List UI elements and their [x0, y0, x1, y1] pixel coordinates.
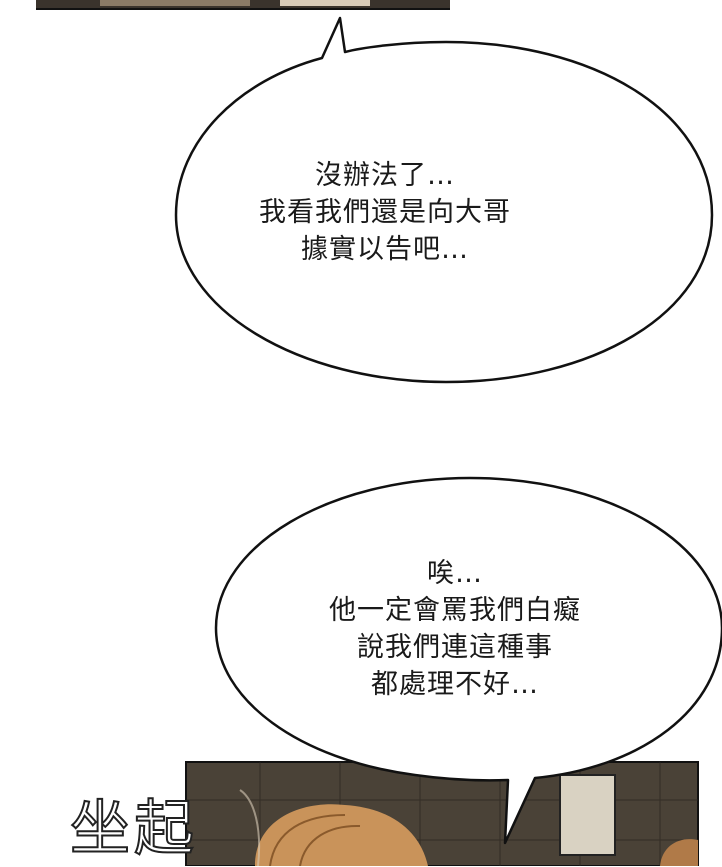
- speech-bubble-top: [174, 16, 714, 384]
- bubble-top-line-1: 沒辦法了…: [315, 160, 455, 191]
- bubble-top-line-2: 我看我們還是向大哥: [259, 197, 511, 228]
- bubble-bottom-line-1: 唉…: [427, 558, 483, 589]
- sound-effect-text: 坐起: [69, 793, 198, 865]
- top-panel-remnant: [36, 0, 450, 10]
- bubble-bottom-text: 唉… 他一定會罵我們白癡 說我們連這種事 都處理不好…: [245, 555, 665, 703]
- bubble-bottom-line-2: 他一定會罵我們白癡: [329, 595, 581, 626]
- bubble-bottom-line-3: 說我們連這種事: [357, 632, 553, 663]
- bubble-top-line-3: 據實以告吧…: [301, 234, 469, 265]
- bubble-bottom-line-4: 都處理不好…: [371, 669, 539, 700]
- bubble-top-text: 沒辦法了… 我看我們還是向大哥 據實以告吧…: [205, 157, 565, 268]
- speech-bubble-bottom: [214, 476, 722, 845]
